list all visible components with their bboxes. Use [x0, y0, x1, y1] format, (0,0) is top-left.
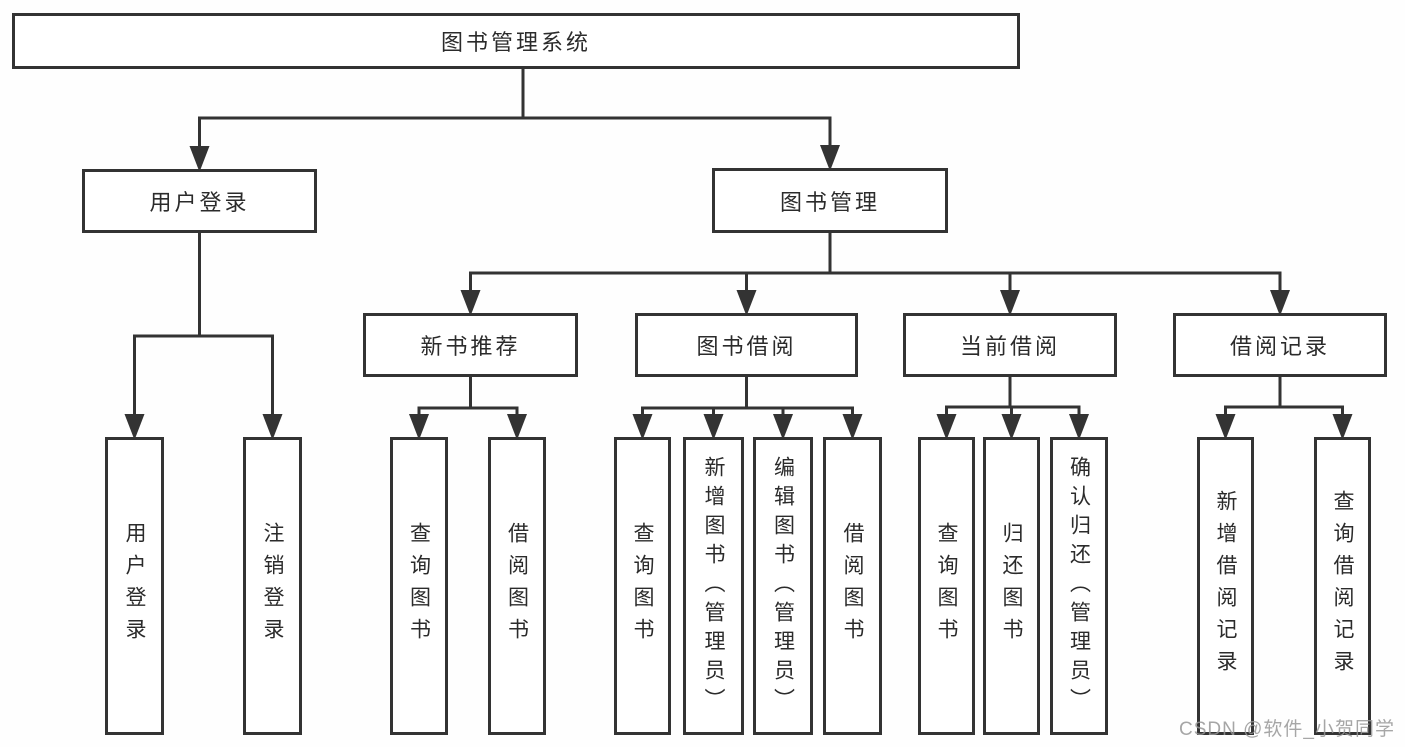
node-search-books-recommend-label: 查询图书	[407, 522, 431, 650]
node-borrow-books-recommend-label: 借阅图书	[505, 522, 529, 650]
node-search-books-borrowing: 查询图书	[614, 437, 671, 735]
node-edit-books-admin-label: 编辑图书（管理员）	[771, 455, 795, 717]
node-user-login-leaf-label: 用户登录	[123, 522, 146, 650]
node-library-management-system-label: 图书管理系统	[440, 30, 591, 55]
node-book-borrowing: 图书借阅	[635, 313, 858, 377]
node-search-borrow-record-label: 查询借阅记录	[1331, 490, 1354, 682]
node-user-login: 用户登录	[82, 169, 317, 233]
node-edit-books-admin: 编辑图书（管理员）	[753, 437, 813, 735]
node-add-books-admin-label: 新增图书（管理员）	[702, 455, 725, 717]
node-search-books-borrowing-label: 查询图书	[631, 522, 654, 650]
node-logout: 注销登录	[243, 437, 302, 735]
node-borrowing-records-label: 借阅记录	[1229, 334, 1330, 359]
node-new-book-recommendation: 新书推荐	[363, 313, 578, 377]
node-book-borrowing-label: 图书借阅	[696, 334, 797, 359]
node-book-management: 图书管理	[712, 168, 948, 233]
node-return-books: 归还图书	[983, 437, 1040, 735]
node-borrow-books-recommend: 借阅图书	[488, 437, 546, 735]
node-add-borrow-record-label: 新增借阅记录	[1214, 490, 1237, 682]
node-current-borrowing: 当前借阅	[903, 313, 1117, 377]
node-borrow-books-leaf-label: 借阅图书	[841, 522, 864, 650]
node-confirm-return-admin-label: 确认归还（管理员）	[1067, 455, 1091, 717]
node-confirm-return-admin: 确认归还（管理员）	[1050, 437, 1108, 735]
node-return-books-label: 归还图书	[1000, 522, 1023, 650]
node-book-management-label: 图书管理	[779, 189, 880, 215]
node-search-borrow-record: 查询借阅记录	[1314, 437, 1371, 735]
node-search-books-recommend: 查询图书	[390, 437, 448, 735]
node-new-book-recommendation-label: 新书推荐	[420, 334, 521, 359]
node-user-login-leaf: 用户登录	[105, 437, 164, 735]
node-search-books-current-label: 查询图书	[935, 522, 958, 650]
node-search-books-current: 查询图书	[918, 437, 975, 735]
node-add-books-admin: 新增图书（管理员）	[683, 437, 744, 735]
node-borrowing-records: 借阅记录	[1173, 313, 1387, 377]
csdn-watermark: CSDN @软件_小贺同学	[1179, 719, 1395, 740]
node-user-login-label: 用户登录	[149, 190, 250, 215]
node-current-borrowing-label: 当前借阅	[959, 334, 1060, 359]
node-logout-label: 注销登录	[261, 522, 284, 650]
node-borrow-books-leaf: 借阅图书	[823, 437, 882, 735]
node-library-management-system: 图书管理系统	[12, 13, 1020, 69]
node-add-borrow-record: 新增借阅记录	[1197, 437, 1254, 735]
